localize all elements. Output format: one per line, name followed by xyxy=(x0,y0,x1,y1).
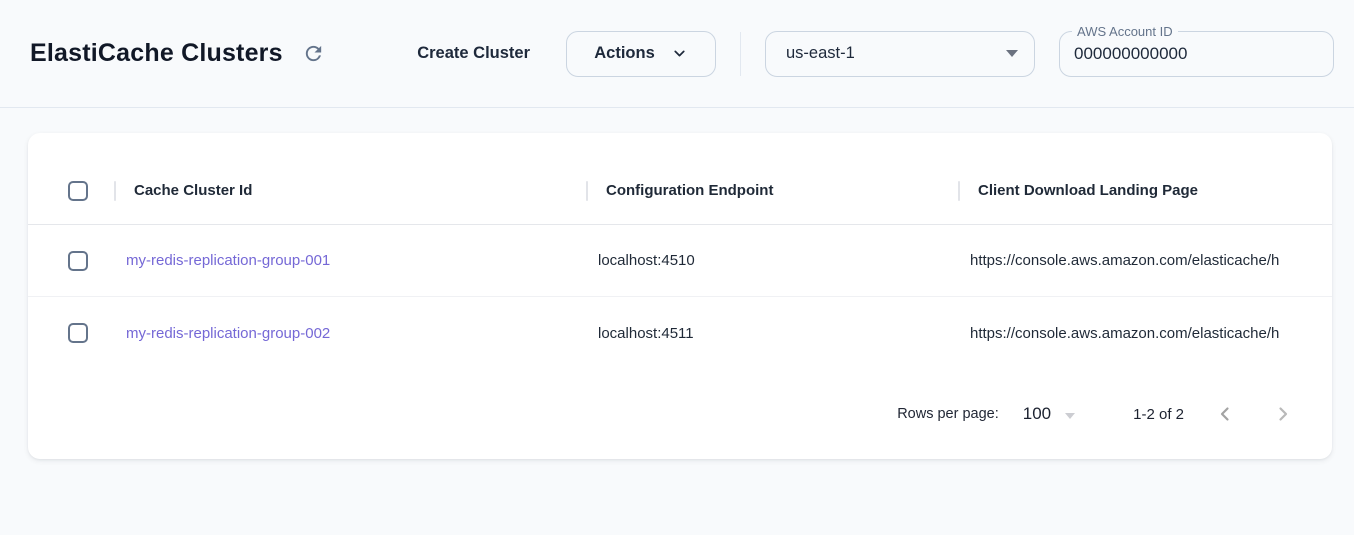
create-cluster-button[interactable]: Create Cluster xyxy=(411,34,536,73)
row-checkbox[interactable] xyxy=(68,250,88,271)
client-download-landing-page-cell: https://console.aws.amazon.com/elasticac… xyxy=(970,252,1280,269)
column-separator xyxy=(958,180,960,201)
region-select[interactable]: us-east-1 xyxy=(765,30,1035,77)
column-separator xyxy=(114,180,116,201)
actions-button[interactable]: Actions xyxy=(566,30,716,77)
chevron-down-icon xyxy=(671,45,688,62)
region-select-value: us-east-1 xyxy=(786,44,855,62)
column-header-cache-cluster-id[interactable]: Cache Cluster Id xyxy=(114,157,586,224)
caret-down-icon xyxy=(1006,50,1018,57)
actions-button-label: Actions xyxy=(594,44,655,62)
caret-down-icon xyxy=(1065,413,1076,419)
table-row: my-redis-replication-group-002 localhost… xyxy=(28,297,1332,369)
table-pagination: Rows per page: 100 1-2 of 2 xyxy=(28,369,1332,459)
column-header-client-download-landing-page[interactable]: Client Download Landing Page xyxy=(958,157,1332,224)
client-download-landing-page-cell: https://console.aws.amazon.com/elasticac… xyxy=(970,324,1280,342)
table-header-checkbox-cell xyxy=(28,180,114,201)
select-all-checkbox[interactable] xyxy=(68,180,88,201)
cluster-id-link[interactable]: my-redis-replication-group-002 xyxy=(126,324,331,342)
refresh-button[interactable] xyxy=(299,39,329,69)
account-id-label: AWS Account ID xyxy=(1072,22,1178,40)
rows-per-page-label: Rows per page: xyxy=(897,406,999,422)
rows-per-page-value: 100 xyxy=(1022,404,1052,423)
header-divider xyxy=(740,31,741,76)
title-group: ElastiCache Clusters xyxy=(30,39,329,69)
previous-page-button[interactable] xyxy=(1206,395,1244,433)
chevron-right-icon xyxy=(1271,402,1295,426)
cluster-id-link[interactable]: my-redis-replication-group-001 xyxy=(126,252,331,269)
header-controls: Create Cluster Actions us-east-1 AWS Acc… xyxy=(411,22,1334,77)
table-header-row: Cache Cluster Id Configuration Endpoint … xyxy=(28,157,1332,225)
pagination-range-label: 1-2 of 2 xyxy=(1133,405,1184,423)
main-content: Cache Cluster Id Configuration Endpoint … xyxy=(0,108,1354,459)
row-checkbox-cell xyxy=(28,323,114,343)
account-id-field-wrapper: AWS Account ID xyxy=(1059,22,1334,77)
clusters-table-card: Cache Cluster Id Configuration Endpoint … xyxy=(28,133,1332,459)
chevron-left-icon xyxy=(1213,402,1237,426)
column-header-configuration-endpoint[interactable]: Configuration Endpoint xyxy=(586,157,958,224)
rows-per-page-select[interactable]: 100 xyxy=(1022,404,1076,424)
column-separator xyxy=(586,180,588,201)
configuration-endpoint-cell: localhost:4511 xyxy=(598,324,694,342)
row-checkbox[interactable] xyxy=(68,323,88,343)
top-bar: ElastiCache Clusters Create Cluster Acti… xyxy=(0,0,1354,108)
next-page-button[interactable] xyxy=(1264,395,1302,433)
refresh-icon xyxy=(302,42,325,65)
configuration-endpoint-cell: localhost:4510 xyxy=(598,252,695,269)
table-row: my-redis-replication-group-001 localhost… xyxy=(28,225,1332,297)
page-title: ElastiCache Clusters xyxy=(30,39,283,67)
row-checkbox-cell xyxy=(28,250,114,271)
